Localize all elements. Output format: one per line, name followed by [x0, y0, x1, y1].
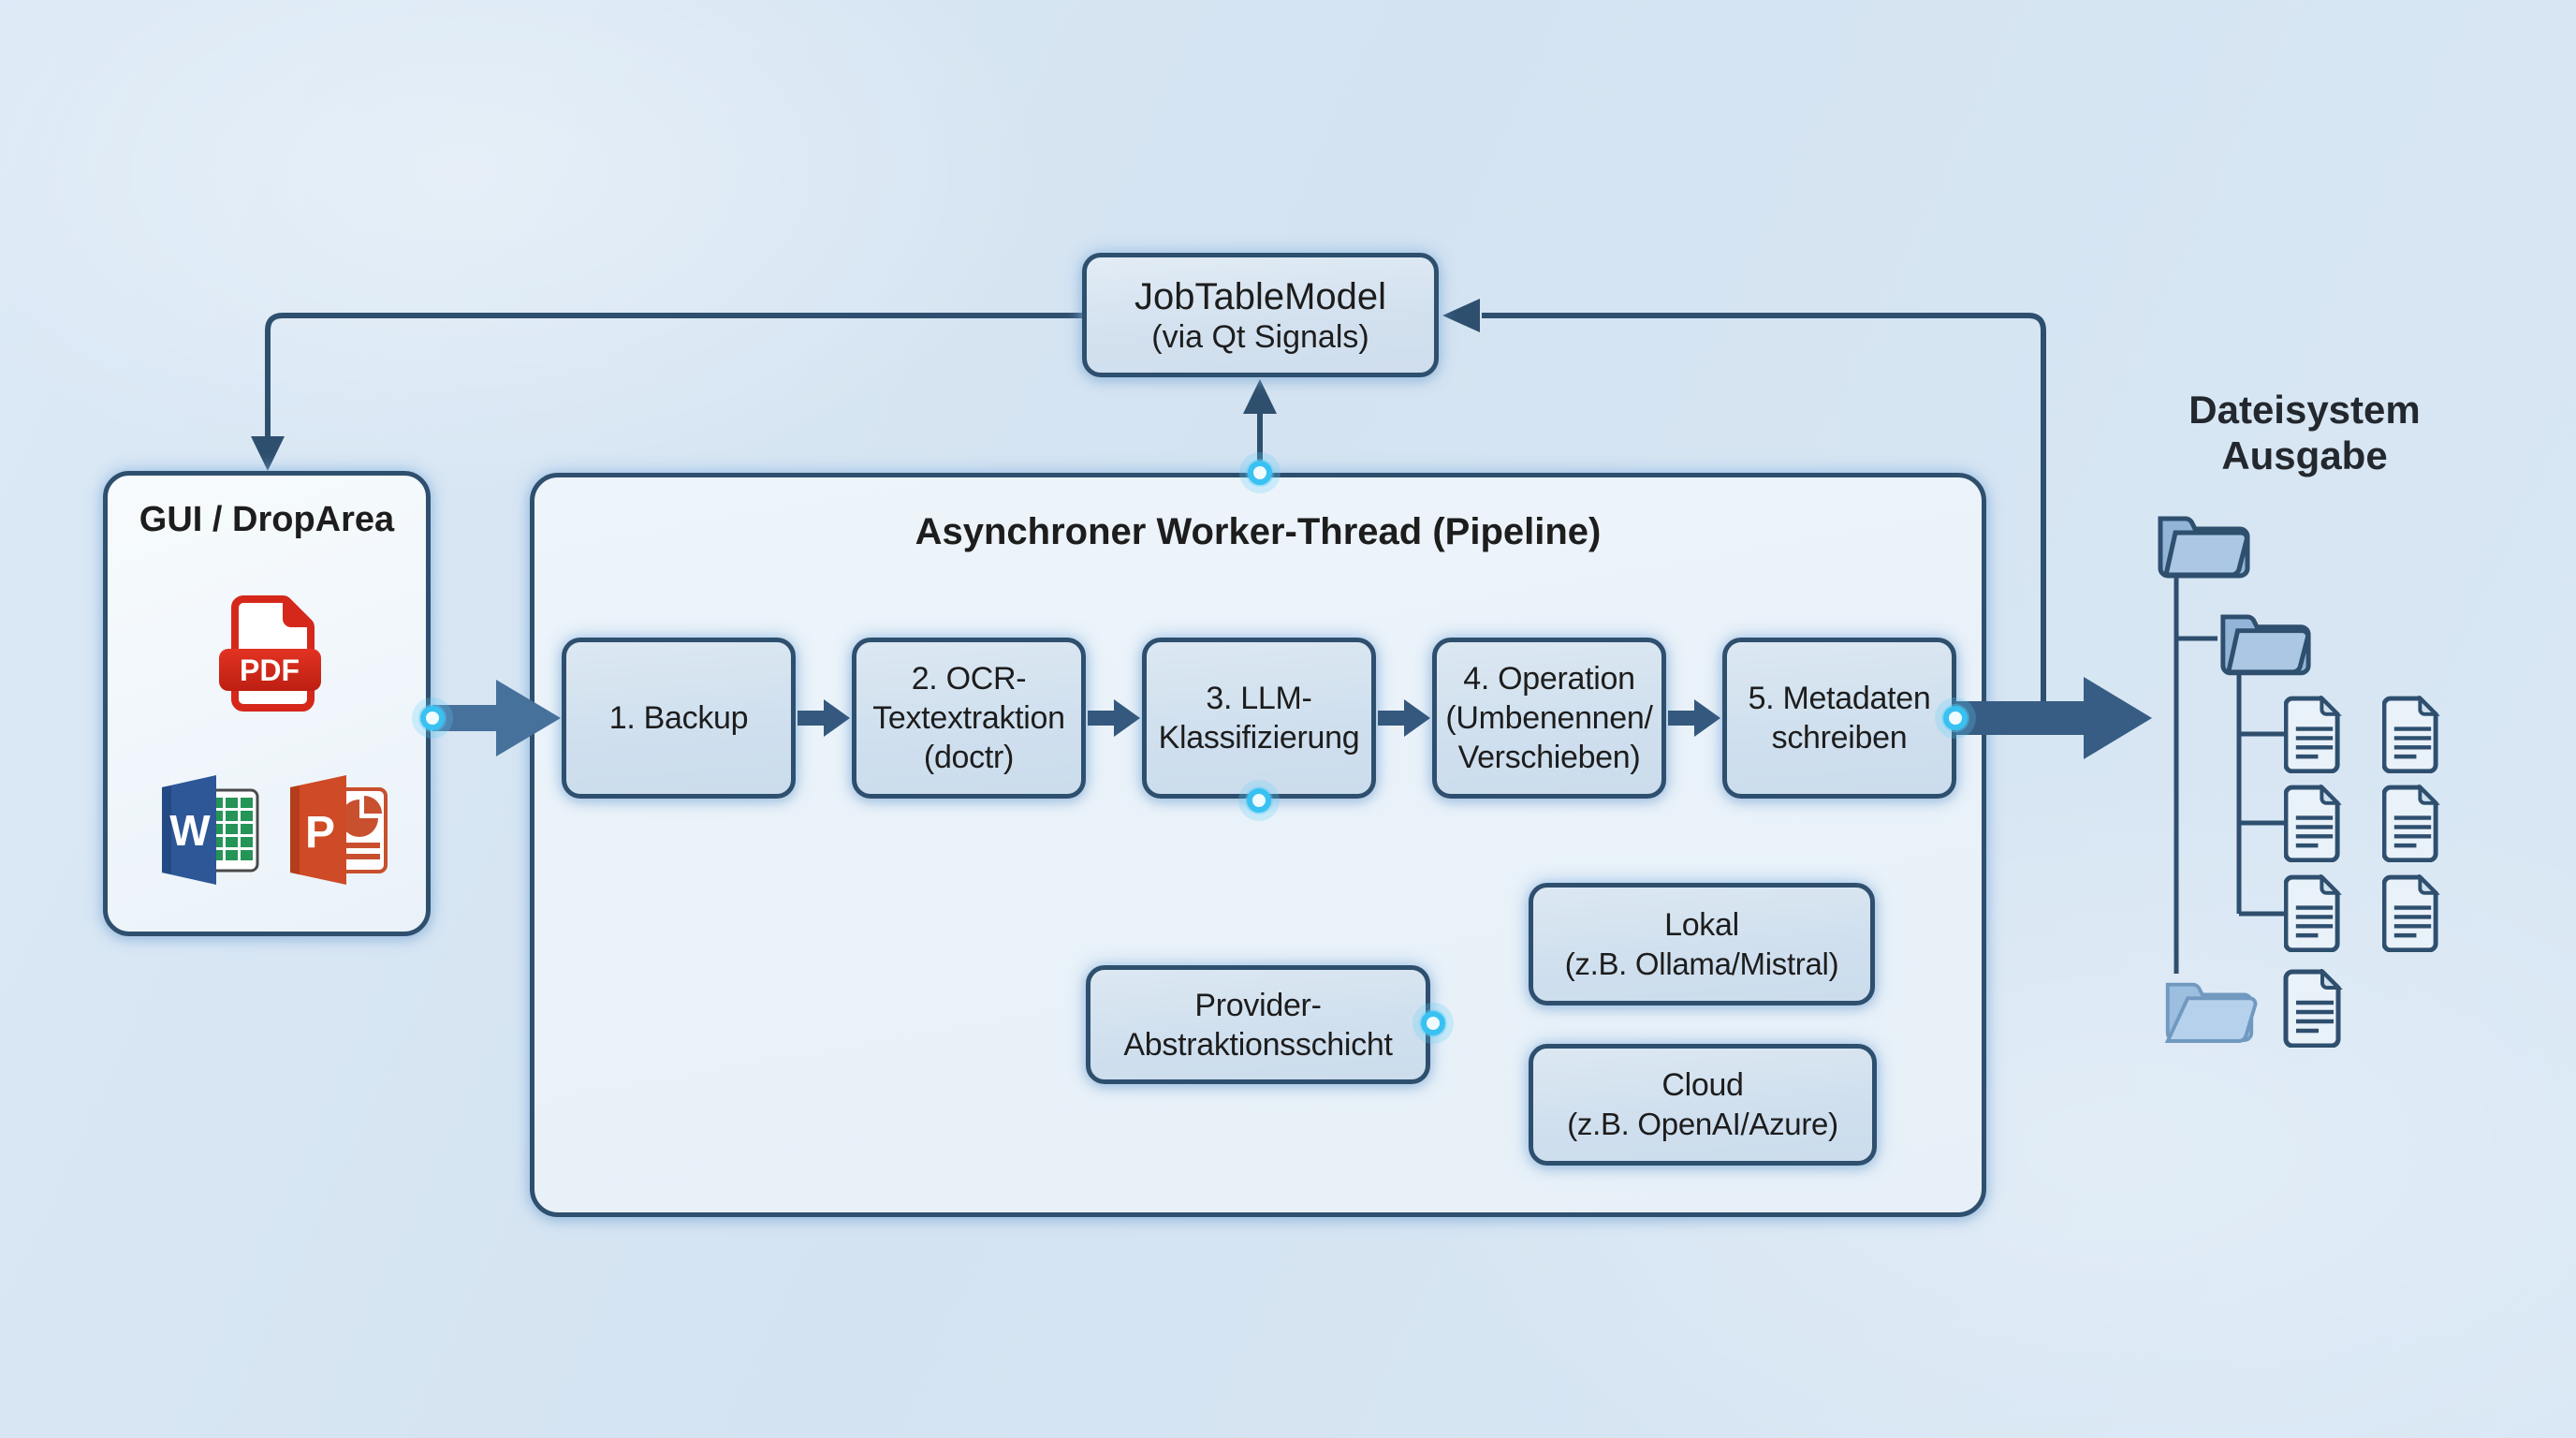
job-table-model-box: JobTableModel (via Qt Signals)	[1082, 253, 1439, 377]
document-icon	[2381, 783, 2443, 867]
provider-abstraction-box: Provider- Abstraktionsschicht	[1086, 965, 1430, 1084]
folder-icon	[2153, 504, 2254, 583]
svg-text:P: P	[305, 808, 335, 858]
folder-open-icon	[2160, 972, 2259, 1049]
document-icon	[2283, 783, 2345, 867]
word-file-icon: W	[151, 775, 263, 889]
document-icon	[2381, 873, 2443, 957]
step-llm-box: 3. LLM- Klassifizierung	[1142, 638, 1376, 799]
document-icon	[2282, 967, 2348, 1052]
arrowhead-left-into-jobtable	[1442, 299, 1480, 332]
svg-text:W: W	[169, 806, 211, 855]
document-icon	[2381, 694, 2443, 778]
job-table-title: JobTableModel	[1134, 275, 1387, 317]
provider-cloud-box: Cloud (z.B. OpenAI/Azure)	[1529, 1044, 1877, 1166]
powerpoint-file-icon: P	[279, 775, 391, 889]
step-metadata-box: 5. Metadaten schreiben	[1722, 638, 1956, 799]
svg-text:PDF: PDF	[240, 653, 300, 687]
gui-droparea-box: GUI / DropArea PDF	[103, 471, 431, 936]
arrowhead-up-into-jobtable	[1243, 379, 1277, 414]
document-icon	[2283, 873, 2345, 957]
provider-lokal-box: Lokal (z.B. Ollama/Mistral)	[1529, 883, 1875, 1005]
feedback-line-left	[265, 313, 1082, 438]
pipeline-title: Asynchroner Worker-Thread (Pipeline)	[915, 511, 1602, 552]
step-backup-box: 1. Backup	[562, 638, 796, 799]
folder-icon	[2216, 601, 2315, 682]
step-operation-box: 4. Operation (Umbenennen/ Verschieben)	[1432, 638, 1666, 799]
job-table-subtitle: (via Qt Signals)	[1151, 318, 1369, 355]
step-ocr-box: 2. OCR- Textextraktion (doctr)	[852, 638, 1086, 799]
document-icon	[2283, 694, 2345, 778]
gui-box-title: GUI / DropArea	[139, 500, 395, 539]
pdf-file-icon: PDF	[217, 594, 323, 717]
arrowhead-down-into-gui	[251, 436, 285, 471]
filesystem-output-title: Dateisystem Ausgabe	[2188, 388, 2421, 477]
